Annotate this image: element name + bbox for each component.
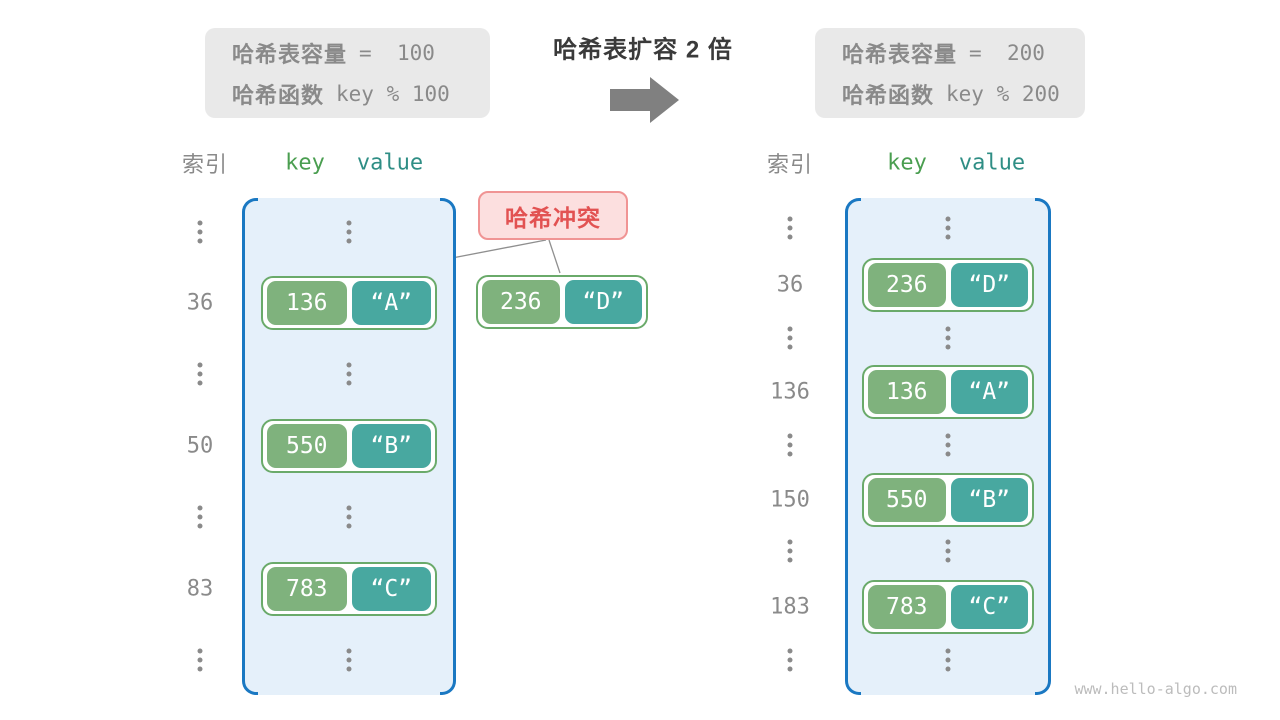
value-header-left: value [356,150,424,176]
capacity-value: = 100 [359,40,435,65]
index-label: 36 [776,272,804,298]
kv-pair-783-c: 783 “C” [261,562,437,616]
hash-function-line: 哈希函数 key % 100 [232,78,490,110]
kv-pair-136-a: 136 “A” [862,365,1034,419]
ellipsis-icon [787,648,793,672]
ellipsis-icon [787,539,793,563]
watermark: www.hello-algo.com [1074,680,1237,698]
hash-function-label: 哈希函数 [232,82,325,108]
kv-pair-136-a: 136 “A” [261,276,437,330]
bracket-left-icon [845,198,861,695]
value-header-right: value [958,150,1026,176]
ellipsis-icon [945,433,951,457]
kv-pair-550-b: 550 “B” [862,473,1034,527]
capacity-line: 哈希表容量 = 200 [842,37,1085,69]
index-header-left: 索引 [181,152,229,177]
key-cell: 136 [267,281,347,325]
capacity-value: = 200 [969,40,1045,65]
bracket-right-icon [440,198,456,695]
ellipsis-icon [945,648,951,672]
value-cell: “B” [950,478,1028,522]
ellipsis-icon [945,216,951,240]
ellipsis-icon [346,220,352,244]
value-cell: “A” [351,281,431,325]
value-cell: “C” [950,585,1028,629]
ellipsis-icon [945,326,951,350]
index-label: 36 [186,290,214,316]
hash-function-value: key % 200 [946,81,1060,106]
capacity-label: 哈希表容量 [842,41,958,67]
key-cell: 550 [868,478,946,522]
key-header-left: key [285,150,325,176]
ellipsis-icon [346,362,352,386]
ellipsis-icon [197,648,203,672]
bracket-left-icon [242,198,258,695]
ellipsis-icon [346,648,352,672]
index-label: 83 [186,576,214,602]
kv-pair-236-d-colliding: 236 “D” [476,275,648,329]
ellipsis-icon [197,362,203,386]
capacity-label: 哈希表容量 [232,41,348,67]
index-header-right: 索引 [766,152,814,177]
figure-title: 哈希表扩容 2 倍 [553,36,733,64]
hash-collision-callout: 哈希冲突 [478,191,628,240]
key-cell: 783 [868,585,946,629]
bracket-right-icon [1035,198,1051,695]
value-cell: “A” [950,370,1028,414]
ellipsis-icon [346,505,352,529]
hash-function-label: 哈希函数 [842,82,935,108]
ellipsis-icon [787,433,793,457]
capacity-box-after: 哈希表容量 = 200 哈希函数 key % 200 [815,28,1085,118]
arrow-right-icon [610,77,679,123]
hash-collision-label: 哈希冲突 [505,204,601,231]
ellipsis-icon [945,539,951,563]
kv-pair-550-b: 550 “B” [261,419,437,473]
value-cell: “D” [564,280,642,324]
value-cell: “C” [351,567,431,611]
ellipsis-icon [787,216,793,240]
index-label: 150 [770,487,810,513]
key-cell: 550 [267,424,347,468]
hash-function-line: 哈希函数 key % 200 [842,78,1085,110]
key-cell: 236 [482,280,560,324]
ellipsis-icon [787,326,793,350]
index-label: 136 [770,379,810,405]
value-cell: “B” [351,424,431,468]
key-cell: 236 [868,263,946,307]
key-cell: 136 [868,370,946,414]
index-label: 50 [186,433,214,459]
ellipsis-icon [197,505,203,529]
capacity-box-before: 哈希表容量 = 100 哈希函数 key % 100 [205,28,490,118]
ellipsis-icon [197,220,203,244]
key-header-right: key [887,150,927,176]
value-cell: “D” [950,263,1028,307]
kv-pair-236-d: 236 “D” [862,258,1034,312]
capacity-line: 哈希表容量 = 100 [232,37,490,69]
index-label: 183 [770,594,810,620]
key-cell: 783 [267,567,347,611]
connector-line-to-d [548,239,561,274]
kv-pair-783-c: 783 “C” [862,580,1034,634]
hash-function-value: key % 100 [336,81,450,106]
